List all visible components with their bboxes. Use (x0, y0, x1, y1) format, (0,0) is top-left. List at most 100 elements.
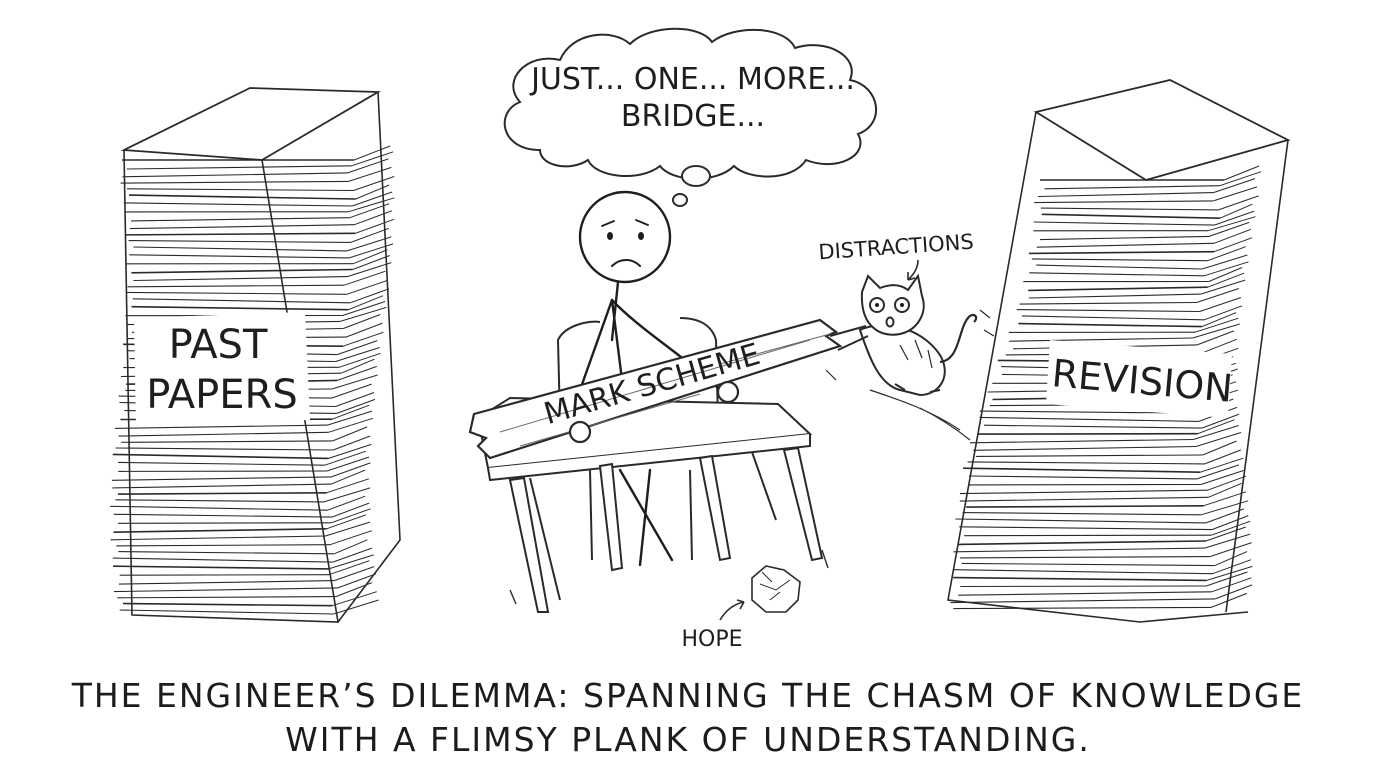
paper-sheet-edge (1040, 207, 1219, 211)
paper-sheet-edge (1034, 200, 1214, 204)
paper-sheet-side (342, 301, 386, 316)
paper-sheet-side (1209, 542, 1252, 558)
paper-sheet-side (1219, 171, 1262, 187)
paper-sheet-edge (1028, 250, 1215, 255)
paper-sheet-edge (953, 606, 1212, 610)
paper-sheet-edge (975, 454, 1203, 457)
paper-sheet-side (331, 462, 371, 478)
caption-line1: THE ENGINEER’S DILEMMA: SPANNING THE CHA… (71, 676, 1305, 715)
paper-sheet-side (1196, 288, 1239, 303)
paper-sheet-edge (120, 180, 349, 184)
paper-sheet-side (1206, 565, 1253, 581)
paper-sheet-side (343, 314, 381, 329)
paper-sheet-side (332, 547, 372, 563)
paper-sheet-side (1211, 592, 1248, 608)
paper-sheet-side (1208, 482, 1242, 498)
paper-sheet-edge (126, 291, 347, 295)
paper-sheet-side (1208, 221, 1250, 237)
paper-sheet-edge (1031, 258, 1208, 262)
chair (556, 317, 719, 561)
paper-sheet-edge (111, 476, 332, 481)
paper-sheet-side (1203, 491, 1247, 507)
distractions-arrow (907, 259, 919, 281)
paper-sheet-edge (1028, 293, 1201, 299)
paper-sheet-edge (131, 305, 349, 311)
paper-sheet-side (1211, 520, 1251, 536)
paper-sheet-edge (959, 489, 1208, 495)
paper-sheet-side (1200, 470, 1244, 485)
paper-sheet-side (326, 514, 367, 530)
paper-sheet-edge (953, 576, 1207, 582)
paper-sheet-edge (115, 447, 334, 451)
paper-sheet-edge (112, 557, 333, 563)
paper-sheet-edge (983, 424, 1202, 429)
paper-sheet-side (1201, 413, 1240, 429)
paper-sheet-edge (122, 172, 348, 178)
paper-sheet-side (1213, 186, 1258, 202)
paper-sheet-side (1213, 178, 1256, 194)
paper-sheet-side (329, 530, 372, 546)
paper-sheet-side (350, 288, 390, 304)
distractions-label: DISTRACTIONS (818, 230, 975, 265)
paper-sheet-edge (979, 410, 1193, 414)
paper-sheet-side (328, 560, 370, 576)
paper-sheet-side (353, 176, 395, 191)
paper-sheet-edge (131, 217, 350, 222)
paper-sheet-side (347, 262, 392, 278)
paper-sheet-edge (118, 580, 335, 585)
paper-sheet-edge (110, 505, 328, 511)
paper-sheet-edge (124, 232, 356, 236)
paper-sheet-edge (1041, 213, 1221, 219)
paper-sheet-side (339, 352, 381, 368)
paper-sheet-edge (1021, 315, 1205, 321)
paper-sheet-edge (119, 609, 334, 615)
paper-sheet-side (332, 426, 368, 442)
paper-sheet-side (1213, 237, 1253, 253)
paper-sheet-edge (959, 556, 1210, 559)
paper-sheet-side (327, 410, 373, 426)
paper-sheet-edge (132, 298, 351, 304)
paper-sheet-side (1199, 297, 1242, 312)
crumpled-paper-ball (751, 565, 801, 613)
paper-sheet-side (323, 487, 371, 503)
paper-sheet-side (333, 599, 379, 615)
paper-sheet-side (1214, 551, 1248, 567)
paper-sheet-side (1211, 577, 1252, 593)
paper-sheet-edge (958, 591, 1212, 596)
paper-sheet-side (335, 392, 375, 407)
thought-line2: BRIDGE... (621, 99, 765, 134)
thought-line1: JUST... ONE... MORE... (529, 62, 855, 97)
past-papers-label-line1: PAST (169, 322, 268, 368)
paper-sheet-side (1218, 195, 1259, 211)
revision-stack (947, 79, 1291, 623)
paper-sheet-side (336, 398, 376, 414)
paper-sheet-side (1202, 440, 1237, 456)
paper-sheet-edge (114, 424, 328, 429)
paper-sheet-edge (1018, 322, 1203, 328)
paper-sheet-side (1223, 165, 1260, 181)
paper-sheet-side (1196, 330, 1235, 346)
paper-sheet-side (1208, 267, 1243, 282)
paper-sheet-edge (117, 522, 332, 524)
paper-sheet-side (1205, 526, 1246, 542)
paper-sheet-side (349, 203, 390, 219)
paper-sheet-edge (126, 188, 354, 192)
paper-sheet-side (1195, 432, 1242, 447)
paper-sheet-side (332, 404, 370, 420)
paper-sheet-edge (953, 547, 1205, 553)
paper-sheet-side (350, 227, 389, 243)
paper-sheet-edge (117, 596, 336, 599)
paper-sheet-side (1208, 216, 1256, 232)
paper-sheet-edge (962, 512, 1202, 516)
paper-sheet-edge (133, 246, 348, 252)
paper-sheet-side (334, 539, 368, 555)
paper-sheet-edge (110, 535, 326, 541)
hope-arrow (719, 599, 745, 621)
paper-sheet-edge (969, 438, 1194, 444)
paper-sheet-side (331, 383, 372, 399)
paper-sheet-side (1207, 272, 1245, 288)
paper-sheet-side (342, 331, 384, 347)
paper-sheet-edge (131, 268, 353, 274)
paper-sheet-side (345, 322, 383, 338)
paper-sheet-edge (959, 526, 1213, 531)
